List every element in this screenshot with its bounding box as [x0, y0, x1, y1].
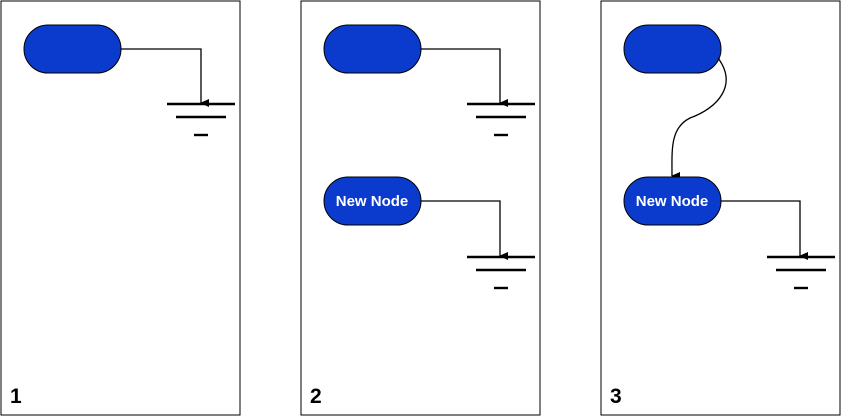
panel-3-number: 3: [610, 385, 622, 408]
panel-2-connector-1: [421, 48, 508, 107]
ground-symbol-icon: [167, 102, 235, 137]
panel-3-connector-1: [671, 57, 727, 180]
panel-2-node-1[interactable]: [323, 24, 422, 74]
panel-3: New Node 3: [600, 0, 841, 416]
ground-symbol-icon: [467, 255, 535, 290]
panel-3-connector-2: [721, 200, 808, 260]
panel-2-node-2-label: New Node: [336, 193, 409, 210]
panel-1: 1: [0, 0, 241, 416]
panel-2: New Node 2: [300, 0, 541, 416]
panel-1-connector-1: [121, 48, 209, 107]
panel-2-number: 2: [310, 385, 322, 408]
panel-2-connector-2: [421, 200, 508, 260]
panel-1-node-1[interactable]: [23, 24, 122, 74]
panel-3-node-2-label: New Node: [636, 193, 709, 210]
panel-3-node-1[interactable]: [623, 24, 722, 74]
panel-1-number: 1: [10, 385, 22, 408]
ground-symbol-icon: [467, 102, 535, 137]
ground-symbol-icon: [767, 255, 835, 290]
